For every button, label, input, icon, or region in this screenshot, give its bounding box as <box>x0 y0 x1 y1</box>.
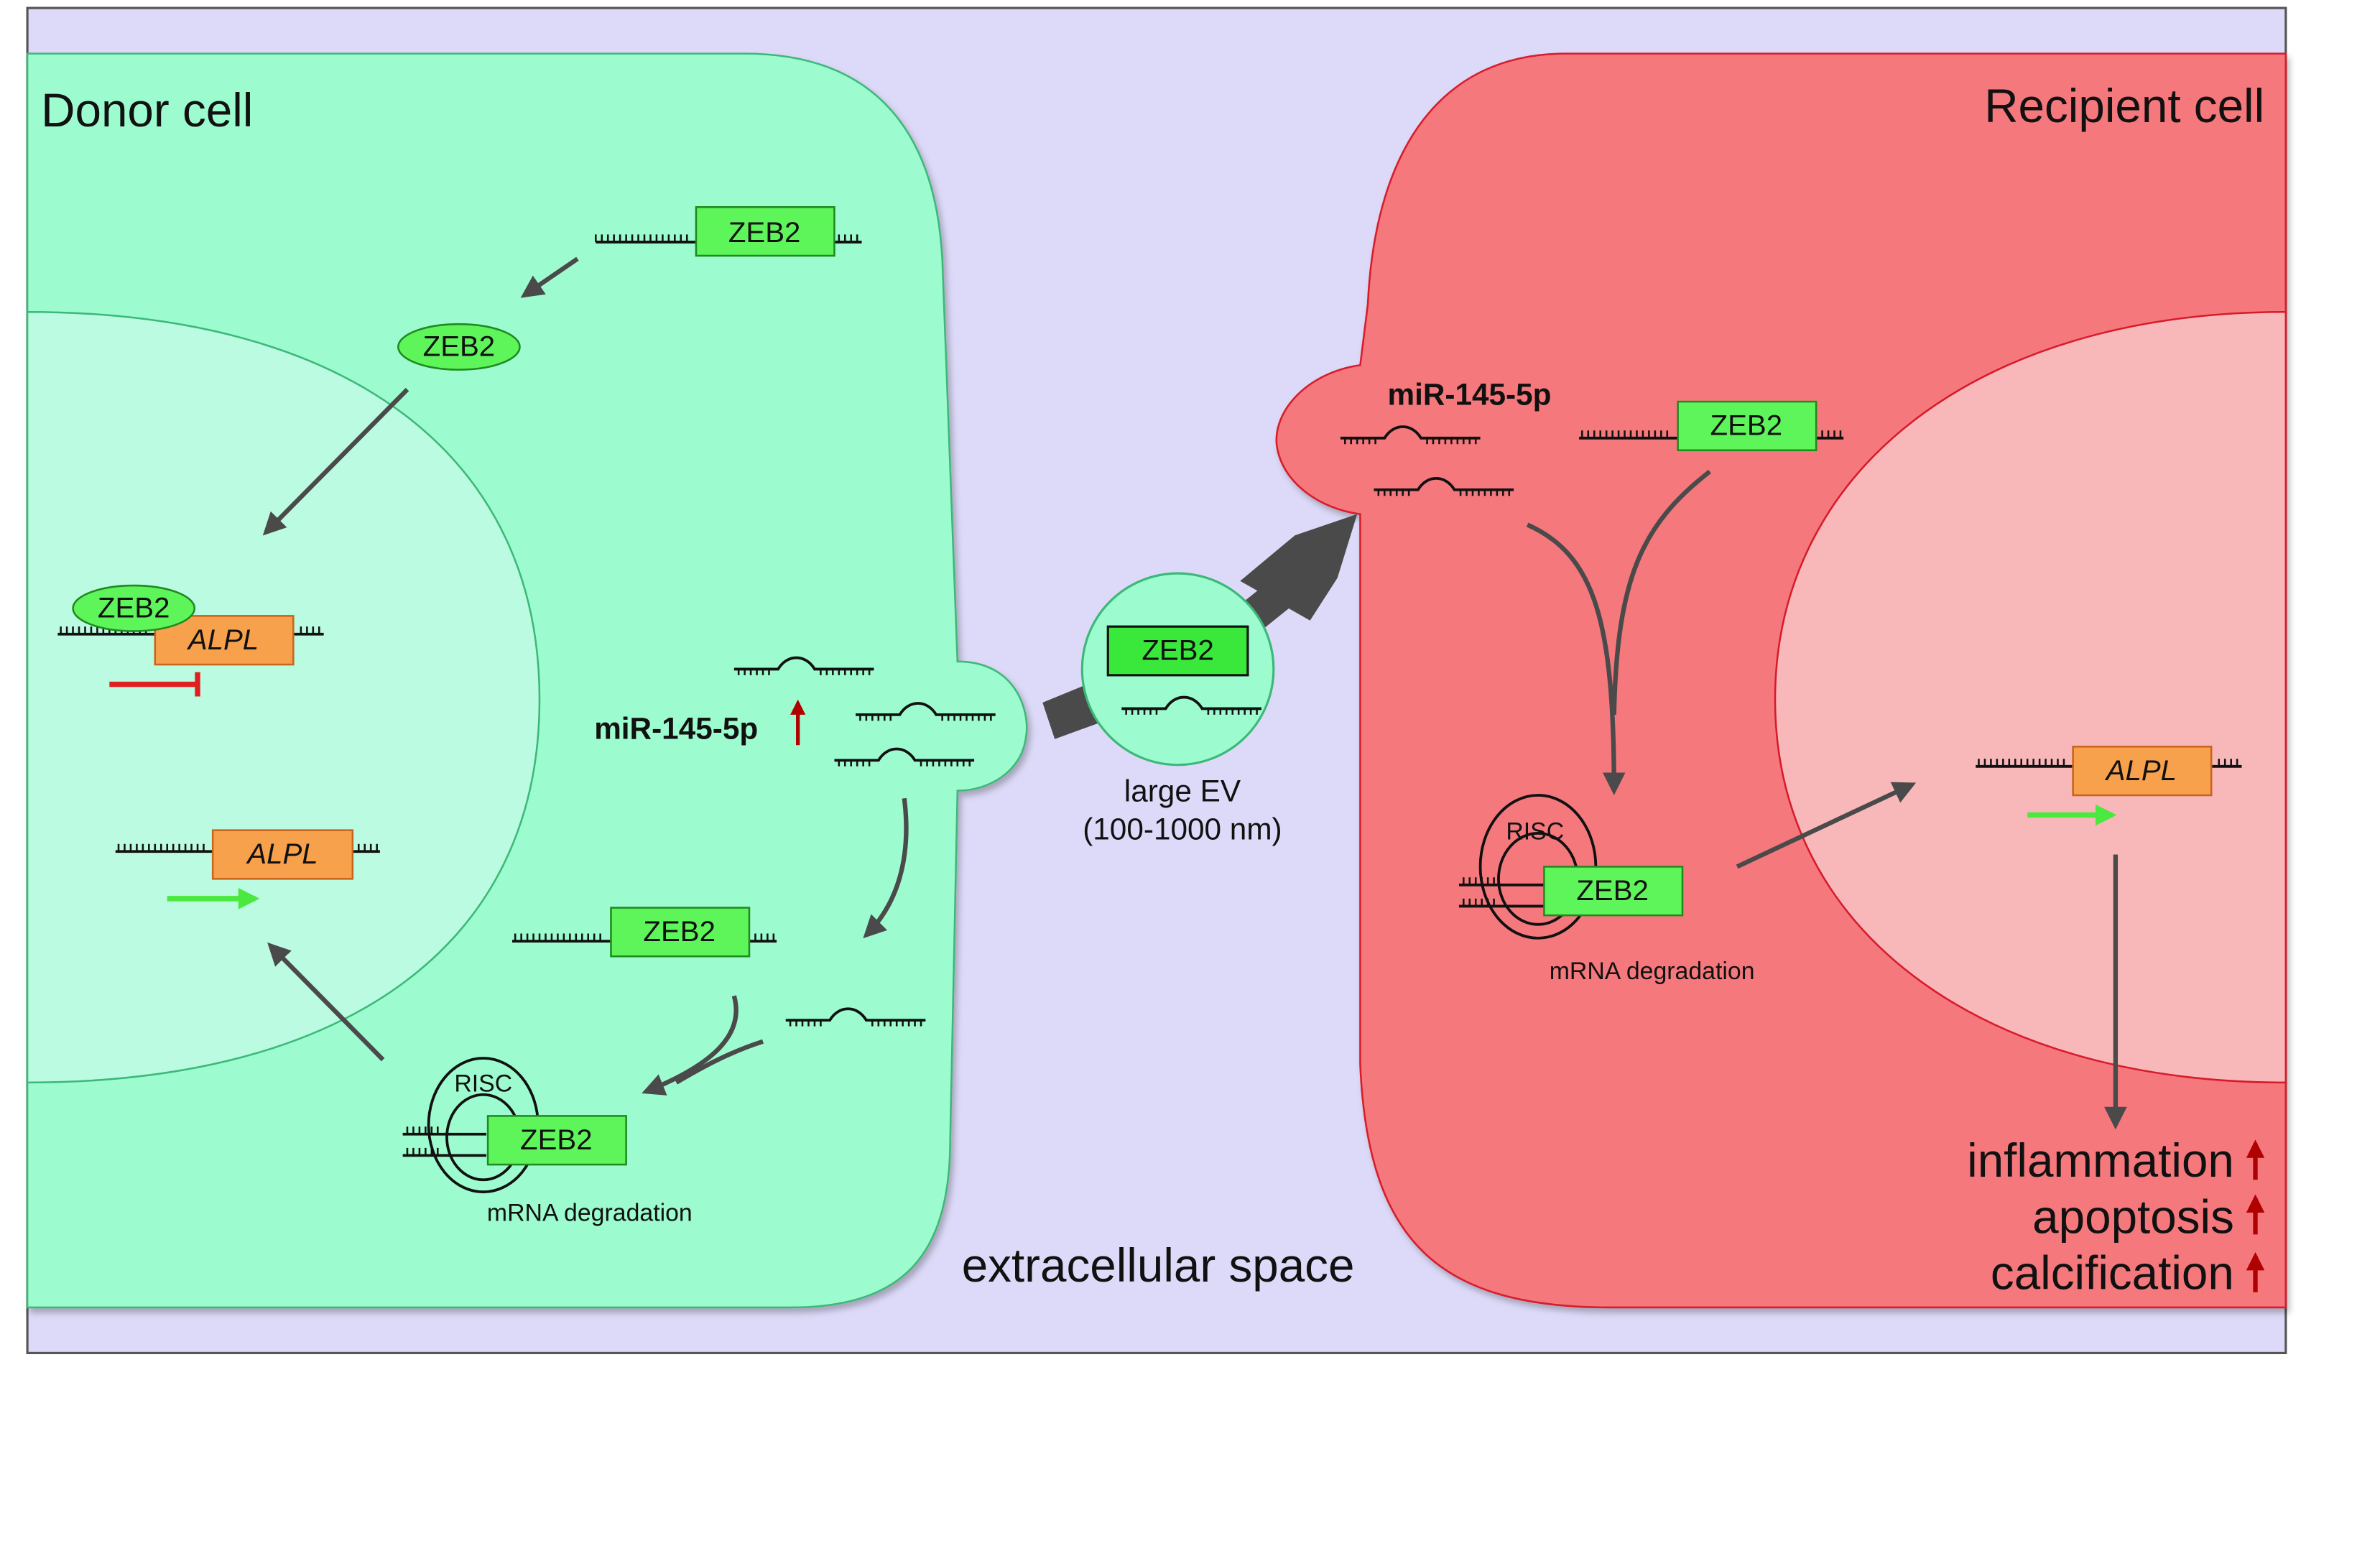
donor-mirna-3 <box>834 747 975 767</box>
arrow-protein-to-nucleus <box>262 387 409 536</box>
recipient-zeb2-mrna: ZEB2 <box>1579 400 1844 452</box>
zeb2-label: ZEB2 <box>423 330 496 363</box>
alpl-label: ALPL <box>187 624 259 656</box>
recipient-mrna-degradation-label: mRNA degradation <box>1550 958 1755 985</box>
arrow-mrna-to-risc-recipient <box>1611 469 1711 715</box>
zeb2-label: ZEB2 <box>98 591 170 624</box>
risc-label: RISC <box>1506 818 1564 845</box>
donor-alpl-repressed: ALPL ZEB2 <box>57 584 324 666</box>
donor-mirna-4 <box>785 1007 926 1027</box>
arrow-risc-to-nucleus <box>267 942 385 1062</box>
outcome-apoptosis: apoptosis <box>2032 1190 2234 1243</box>
alpl-label: ALPL <box>2105 754 2177 787</box>
recipient-cell-label: Recipient cell <box>1984 80 2264 132</box>
arrow-mirna-to-risc-recipient <box>1526 522 1626 796</box>
inhibition-bar <box>109 672 200 697</box>
recipient-mirna-label: miR-145-5p <box>1388 377 1552 411</box>
arrow-risc-to-nucleus-recipient <box>1736 782 1917 869</box>
donor-zeb2-mrna-top: ZEB2 <box>595 206 862 257</box>
zeb2-label: ZEB2 <box>520 1124 593 1156</box>
donor-mrna-degradation-label: mRNA degradation <box>487 1199 693 1226</box>
large-ev: ZEB2 <box>1080 572 1275 767</box>
alpl-label: ALPL <box>246 838 318 870</box>
arrow-merge-to-risc <box>642 995 738 1096</box>
donor-mirna-label: miR-145-5p <box>594 712 758 746</box>
donor-mirna-1 <box>733 656 874 675</box>
zeb2-label: ZEB2 <box>1576 874 1649 907</box>
extracellular-space-label: extracellular space <box>962 1239 1355 1292</box>
donor-mirna-2 <box>856 702 996 721</box>
risc-label: RISC <box>454 1070 512 1098</box>
donor-cell-label: Donor cell <box>41 84 253 136</box>
large-ev-size-label: (100-1000 nm) <box>1083 812 1282 846</box>
donor-risc-complex: ZEB2 RISC <box>402 1057 627 1194</box>
outcome-inflammation: inflammation <box>1967 1134 2234 1187</box>
donor-zeb2-protein: ZEB2 <box>397 323 521 371</box>
arrow-mrna-to-protein <box>520 256 579 298</box>
zeb2-label: ZEB2 <box>728 216 801 249</box>
recipient-alpl-active: ALPL <box>1976 746 2242 797</box>
outcome-calcification: calcification <box>1991 1247 2234 1300</box>
arrow-mirna-to-mrna <box>863 797 909 939</box>
large-ev-label: large EV <box>1124 774 1241 807</box>
zeb2-label: ZEB2 <box>1710 409 1783 442</box>
recipient-mirna-2 <box>1374 477 1514 496</box>
recipient-risc-complex: ZEB2 RISC <box>1458 794 1684 940</box>
zeb2-label: ZEB2 <box>643 915 716 948</box>
recipient-nucleus <box>1774 310 2287 1084</box>
arrow-merge-branch <box>675 1039 764 1085</box>
zeb2-label: ZEB2 <box>1142 634 1214 667</box>
donor-nucleus <box>26 310 541 1084</box>
recipient-mirna-1 <box>1340 425 1481 445</box>
donor-alpl-active: ALPL <box>115 829 380 880</box>
donor-zeb2-mrna-bottom: ZEB2 <box>511 907 777 958</box>
